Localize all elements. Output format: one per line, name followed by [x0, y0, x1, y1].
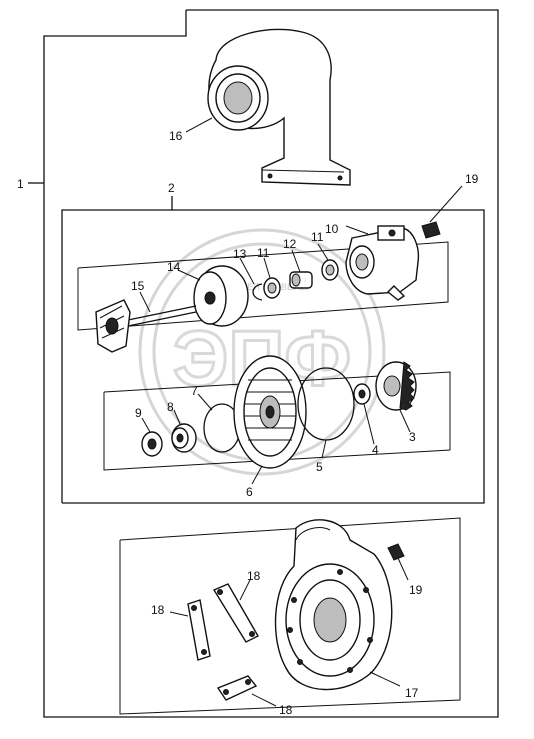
washer-4: [353, 383, 371, 405]
bearing-11-right: [321, 259, 339, 281]
retaining-clip-lower: [387, 543, 409, 581]
callout-12: 12: [283, 237, 297, 251]
turbine-housing: [207, 28, 351, 186]
spacer-12: [289, 271, 313, 289]
callout-10: 10: [325, 222, 339, 236]
retaining-clip-upper: [421, 185, 463, 239]
bearing-11-left: [263, 277, 281, 299]
callout-19-upper: 19: [465, 172, 479, 186]
turbine-wheel-shaft: [95, 299, 197, 353]
callout-11-right: 11: [311, 230, 324, 244]
callout-7: 7: [191, 384, 198, 398]
row-outline-upper: [77, 241, 449, 331]
row-outline-lower: [119, 517, 461, 715]
thrust-collar: [141, 431, 163, 457]
callout-18-middle: 18: [247, 569, 261, 583]
callout-3: 3: [409, 430, 416, 444]
leader-lines: [139, 117, 411, 707]
callout-9: 9: [135, 406, 142, 420]
callout-19-lower: 19: [409, 583, 423, 597]
callout-17: 17: [405, 686, 419, 700]
callout-13: 13: [233, 247, 247, 261]
watermark-caption: ПЕРЕЛОМНЕЯ КОНВЕЙЕР: [196, 281, 312, 292]
callout-14: 14: [167, 260, 181, 274]
callout-11-left: 11: [257, 246, 270, 260]
callout-1: 1: [17, 177, 24, 191]
seal-plate: [193, 265, 249, 327]
callout-6: 6: [246, 485, 253, 499]
sub-assembly-frame: [61, 196, 485, 504]
callout-18-left: 18: [151, 603, 165, 617]
callout-15: 15: [131, 279, 145, 293]
compressor-wheel: [233, 355, 307, 469]
callout-8: 8: [167, 400, 174, 414]
assembly-frame: [28, 9, 499, 718]
compressor-housing: [274, 519, 393, 691]
ring-13: [252, 283, 263, 301]
clamp-plate-bottom: [216, 675, 258, 701]
callout-18-bottom: 18: [279, 703, 293, 717]
thrust-bearing: [171, 423, 197, 453]
bearing-housing: [345, 225, 420, 301]
callout-2: 2: [168, 181, 175, 195]
clamp-plate-middle: [212, 583, 259, 643]
clamp-plate-left: [187, 599, 211, 661]
lock-nut-3: [375, 361, 417, 411]
callout-4: 4: [372, 443, 379, 457]
callout-16: 16: [169, 129, 183, 143]
row-outline-middle: [103, 371, 451, 471]
callout-5: 5: [316, 460, 323, 474]
callout-labels: 1 2 16 19 10 13 11 12 11 14 15 7 8 9 6 5…: [17, 129, 479, 717]
